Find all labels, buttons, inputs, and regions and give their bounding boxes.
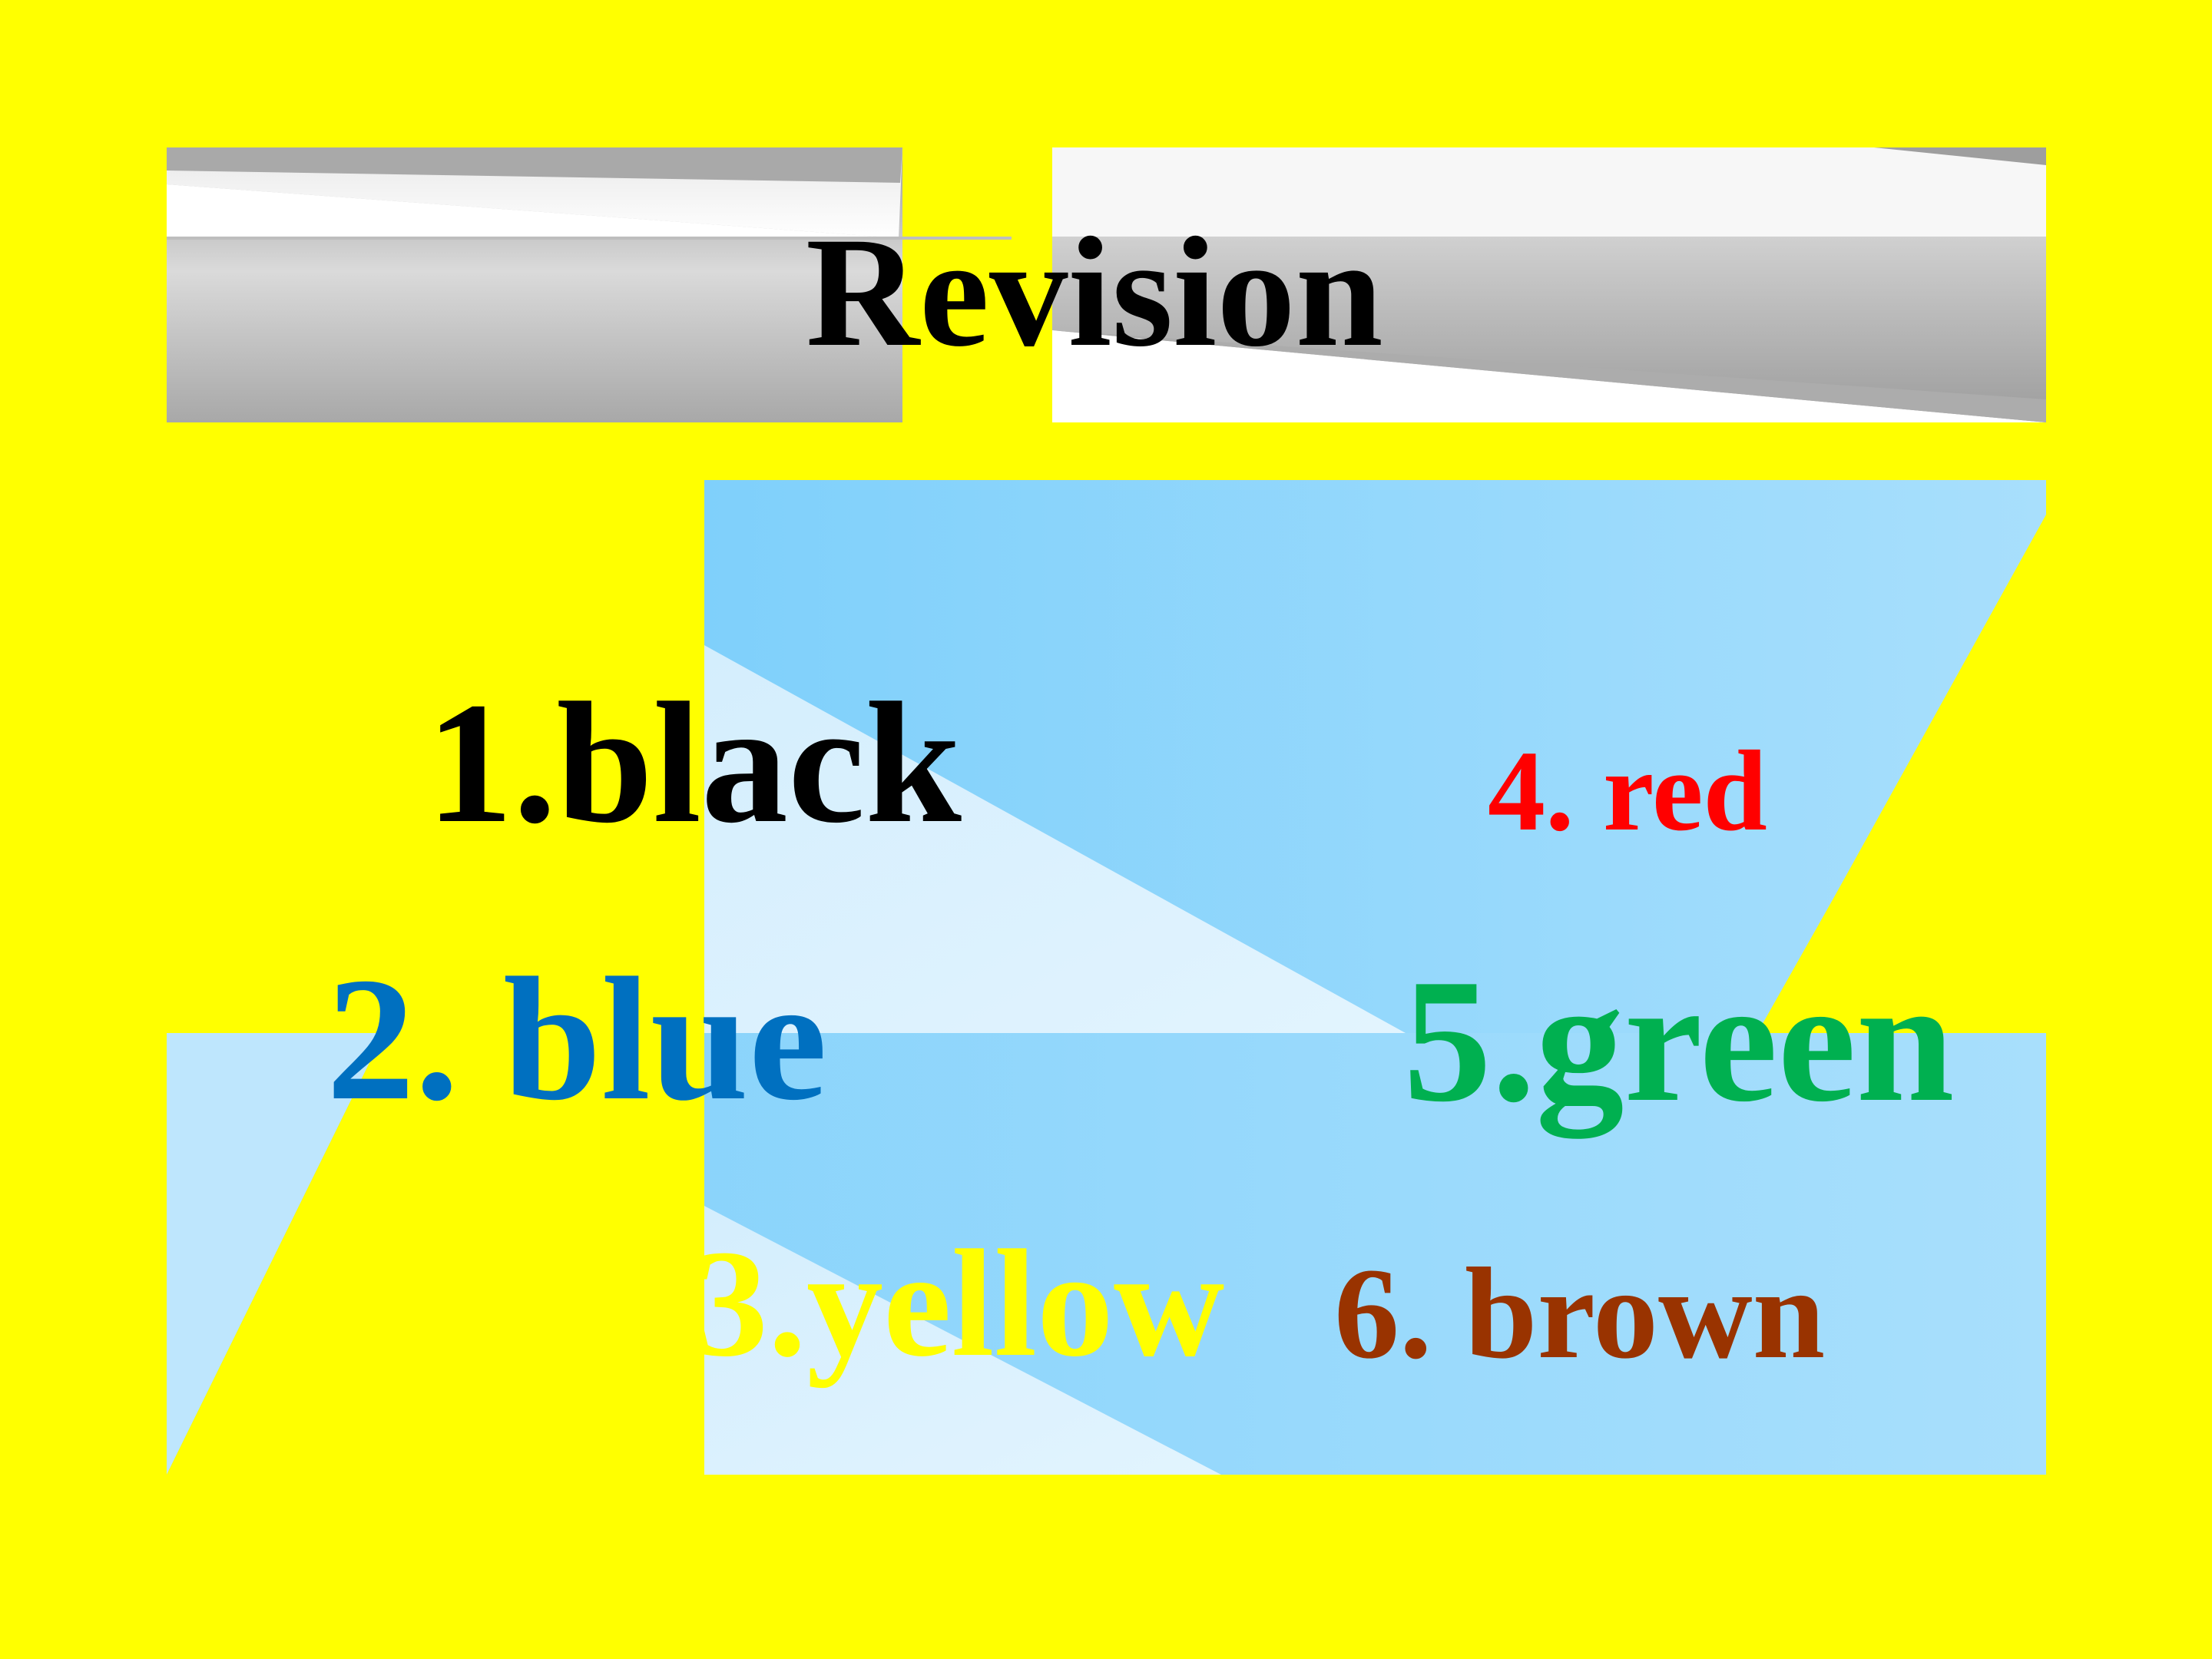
slide-title: Revision <box>806 205 1383 379</box>
blue-panel-lower <box>167 1033 2046 1475</box>
blue-panel-upper <box>704 480 2046 1033</box>
color-word-green: 5.green <box>1403 942 1955 1138</box>
color-word-black: 1.black <box>426 667 962 859</box>
color-word-yellow: 3.yellow <box>691 1219 1225 1389</box>
color-word-blue: 2. blue <box>326 941 827 1137</box>
color-word-red: 4. red <box>1488 727 1767 855</box>
color-word-brown: 6. brown <box>1334 1241 1826 1386</box>
title-band-left <box>167 147 1012 422</box>
title-band-right <box>1052 147 2046 422</box>
